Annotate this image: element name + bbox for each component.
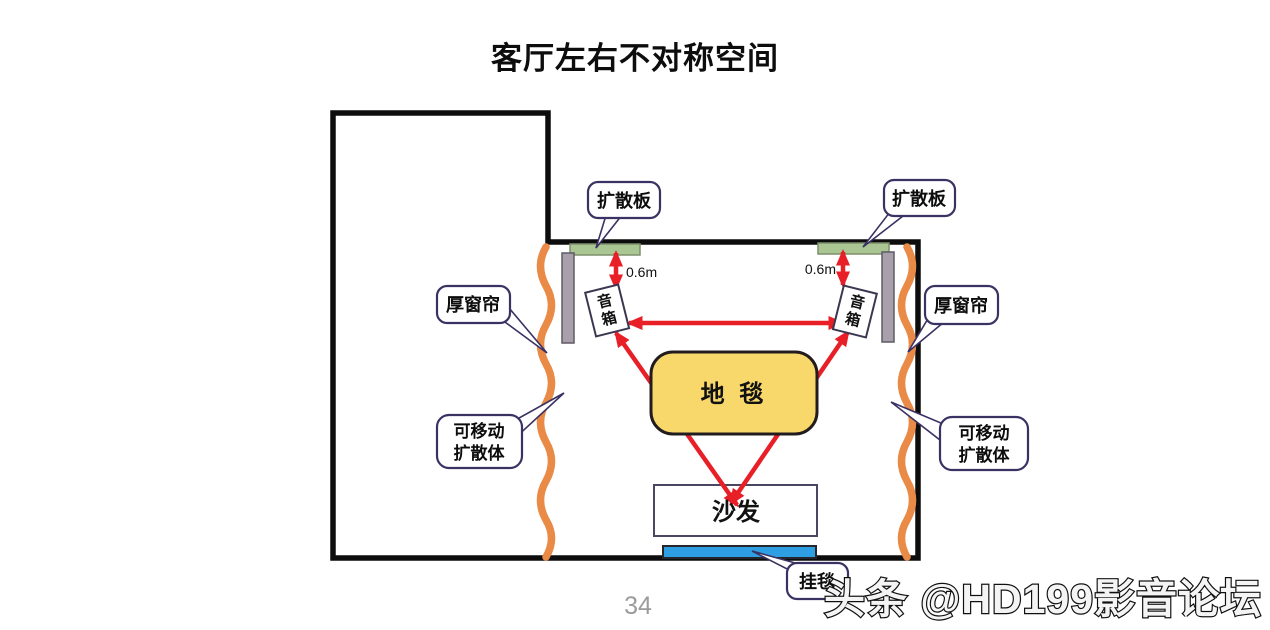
- room-outline: [330, 110, 921, 561]
- sofa-label: 沙发: [712, 498, 760, 526]
- speaker-right-label-top: 音: [848, 292, 867, 313]
- callout-diffuser-right-label: 扩散板: [892, 188, 947, 209]
- callout-curtain-right: [923, 284, 1000, 326]
- callout-curtain-left: [435, 284, 512, 325]
- diffuser-panel-left: [569, 243, 641, 256]
- callout-curtain-right-label: 厚窗帘: [934, 295, 988, 316]
- callout-movable-right-line1: 可移动: [959, 423, 1010, 443]
- page-title: 客厅左右不对称空间: [491, 41, 779, 76]
- callout-curtain-left-label: 厚窗帘: [446, 294, 500, 315]
- speaker-left: 音 箱: [583, 283, 631, 338]
- side-bar-right: [881, 251, 895, 343]
- callout-diffuser-left-label: 扩散板: [597, 190, 652, 211]
- callout-movable-left: [435, 413, 524, 470]
- callout-diffuser-left: [586, 180, 662, 220]
- watermark: 头条 @HD199影音论坛: [824, 576, 1262, 622]
- carpet: [649, 350, 819, 436]
- distance-label-left: 0.6m: [626, 264, 657, 280]
- callout-tapestry: [785, 561, 850, 601]
- speaker-right-label-bottom: 箱: [843, 309, 862, 330]
- callout-movable-left-line2: 扩散体: [454, 443, 506, 463]
- carpet-label: 地 毯: [701, 380, 768, 408]
- callout-movable-left-line1: 可移动: [454, 421, 505, 441]
- page-number: 34: [624, 592, 652, 620]
- speaker-right: 音 箱: [831, 284, 879, 339]
- callout-movable-right: [938, 415, 1030, 472]
- callout-tapestry-label: 挂毯: [799, 571, 835, 592]
- speaker-left-label-top: 音: [595, 291, 614, 312]
- distance-label-right: 0.6m: [805, 261, 836, 277]
- speaker-left-label-bottom: 箱: [600, 308, 619, 329]
- callout-diffuser-right: [882, 178, 957, 218]
- tapestry-bar: [662, 545, 817, 559]
- curtain-right: [897, 243, 917, 561]
- callout-movable-right-line2: 扩散体: [959, 445, 1011, 465]
- diffuser-panel-right: [817, 242, 890, 255]
- side-bar-left: [561, 252, 575, 344]
